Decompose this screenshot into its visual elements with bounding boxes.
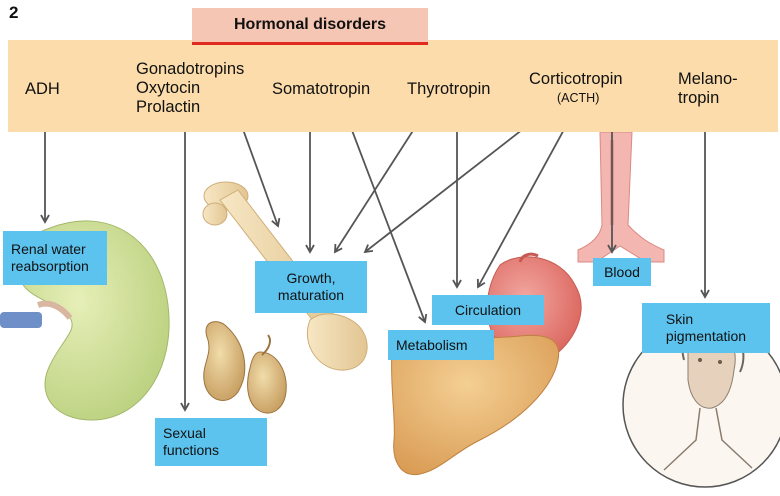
effect-skin-line2: pigmentation — [666, 328, 746, 345]
effect-circulation: Circulation — [432, 295, 544, 325]
blood-vessel-illustration — [578, 132, 664, 262]
hormone-melanotropin-line2: tropin — [678, 89, 719, 108]
hormone-somatotropin: Somatotropin — [272, 80, 370, 99]
effect-growth-line1: Growth, — [278, 270, 344, 287]
hormone-acth: (ACTH) — [557, 91, 599, 105]
effect-sexual-line1: Sexual — [163, 425, 219, 442]
hormone-melanotropin-line1: Melano- — [678, 70, 738, 89]
arrow-corticotropin-growth — [365, 112, 545, 252]
effect-renal-line2: reabsorption — [11, 258, 89, 275]
hormone-thyrotropin: Thyrotropin — [407, 80, 490, 99]
effect-growth-line2: maturation — [278, 287, 344, 304]
effect-skin-line1: Skin — [666, 311, 746, 328]
hormone-prolactin: Prolactin — [136, 98, 200, 117]
hormone-corticotropin: Corticotropin — [529, 70, 623, 89]
effect-renal-line1: Renal water — [11, 241, 89, 258]
hormone-band — [8, 40, 778, 132]
testes-illustration — [204, 322, 286, 413]
effect-growth-maturation: Growth,maturation — [255, 261, 367, 313]
effect-blood: Blood — [593, 258, 651, 286]
hormone-oxytocin: Oxytocin — [136, 79, 200, 98]
diagram-title: Hormonal disorders — [192, 8, 428, 42]
title-underline — [192, 42, 428, 45]
effect-sexual-line2: functions — [163, 442, 219, 459]
hormone-gonadotropins: Gonadotropins — [136, 60, 244, 79]
figure-number: 2 — [9, 3, 18, 23]
hormone-adh: ADH — [25, 80, 60, 99]
effect-metabolism: Metabolism — [388, 330, 494, 360]
arrow-thyrotropin-growth — [335, 112, 425, 252]
